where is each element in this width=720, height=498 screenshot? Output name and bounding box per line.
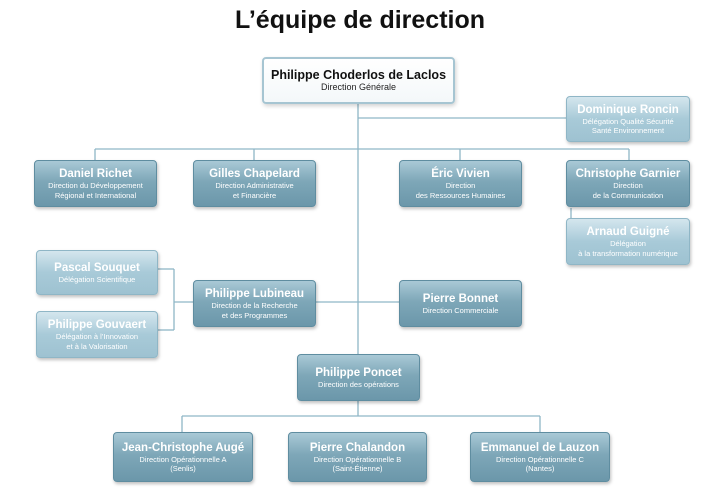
node-name: Emmanuel de Lauzon [480,441,600,454]
page-title: L’équipe de direction [234,6,486,34]
node-chapelard: Gilles Chapelard Direction Administrativ… [193,160,316,207]
node-role: Direction de la Communication [592,181,664,200]
node-role: Délégation Qualité Sécurité Santé Enviro… [582,116,674,136]
node-role: Délégation Scientifique [58,274,136,284]
node-role: Direction du Développement Régional et I… [48,181,143,200]
node-gouvaert: Philippe Gouvaert Délégation à l’Innovat… [36,311,158,358]
node-role: Direction Opérationnelle A (Senlis) [139,454,227,474]
node-name: Philippe Poncet [315,366,402,379]
node-role: Délégation à l’Innovation et à la Valori… [55,332,139,351]
node-name: Philippe Choderlos de Laclos [270,68,447,82]
node-chalandon: Pierre Chalandon Direction Opérationnell… [288,432,427,482]
node-name: Christophe Garnier [575,168,681,180]
node-lauzon: Emmanuel de Lauzon Direction Opérationne… [470,432,610,482]
node-name: Philippe Gouvaert [47,319,147,331]
node-role: Direction de la Recherche et des Program… [211,301,298,320]
node-ceo: Philippe Choderlos de Laclos Direction G… [262,57,455,104]
node-role: Direction Administrative et Financière [215,181,294,200]
node-vivien: Éric Vivien Direction des Ressources Hum… [399,160,522,207]
node-roncin: Dominique Roncin Délégation Qualité Sécu… [566,96,690,142]
node-role: Direction des Ressources Humaines [415,181,506,200]
node-auge: Jean-Christophe Augé Direction Opération… [113,432,253,482]
node-name: Pierre Bonnet [422,292,499,305]
node-role: Délégation à la transformation numérique [578,239,678,258]
node-role: Direction des opérations [318,379,399,389]
node-name: Daniel Richet [59,168,132,180]
node-role: Direction Opérationnelle C (Nantes) [496,454,584,474]
node-name: Jean-Christophe Augé [121,441,245,454]
node-bonnet: Pierre Bonnet Direction Commerciale [399,280,522,327]
node-lubineau: Philippe Lubineau Direction de la Recher… [193,280,316,327]
node-role: Direction Opérationnelle B (Saint-Étienn… [313,454,402,474]
node-garnier: Christophe Garnier Direction de la Commu… [566,160,690,207]
node-poncet: Philippe Poncet Direction des opérations [297,354,420,401]
node-name: Éric Vivien [431,168,490,180]
node-name: Gilles Chapelard [209,168,300,180]
node-name: Pascal Souquet [54,261,140,274]
node-richet: Daniel Richet Direction du Développement… [34,160,157,207]
node-guigne: Arnaud Guigné Délégation à la transforma… [566,218,690,265]
node-souquet: Pascal Souquet Délégation Scientifique [36,250,158,295]
node-name: Pierre Chalandon [309,441,406,454]
node-name: Arnaud Guigné [586,226,670,238]
node-role: Direction Commerciale [422,305,499,315]
node-name: Dominique Roncin [577,103,679,116]
node-role: Direction Générale [320,82,397,92]
node-name: Philippe Lubineau [204,288,305,300]
